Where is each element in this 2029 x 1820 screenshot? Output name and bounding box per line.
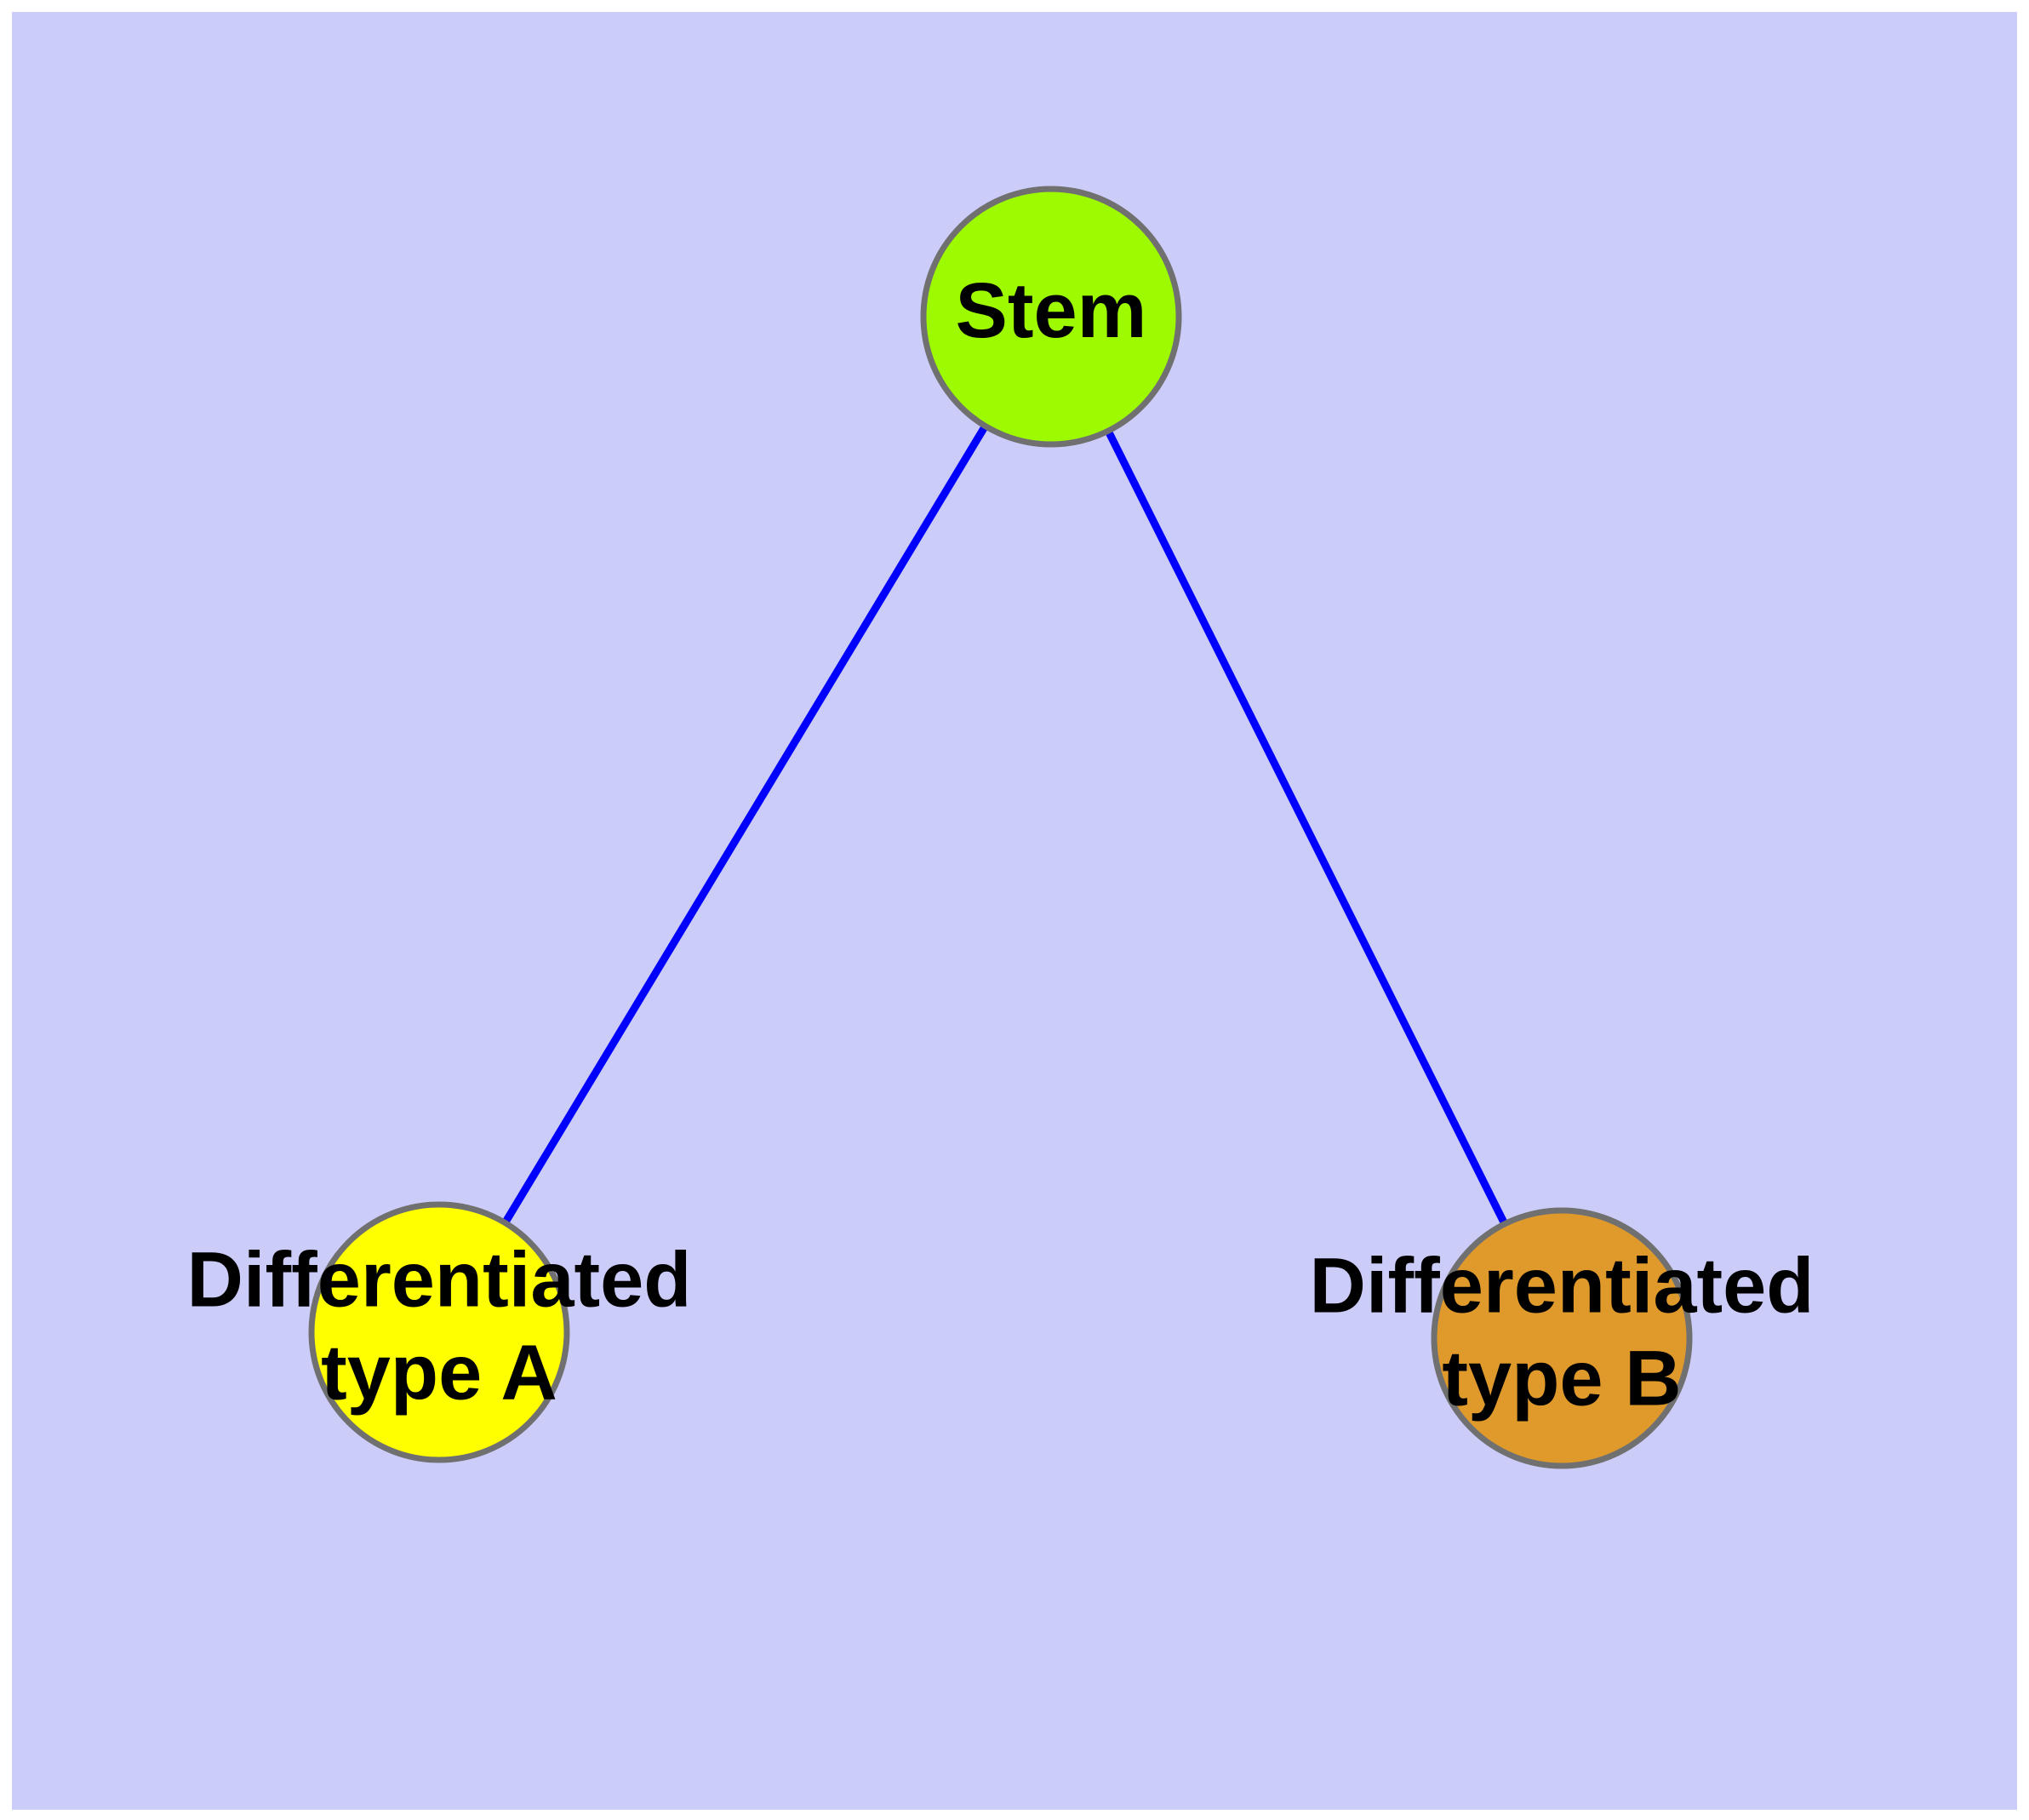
edges-layer: [500, 421, 1510, 1229]
node-stem-circle[interactable]: [920, 186, 1182, 448]
edge-stem-to-differentiated-b[interactable]: [1103, 426, 1510, 1229]
node-stem-label: Stem: [956, 267, 1147, 354]
node-differentiated-type-a-circle[interactable]: [308, 1201, 570, 1463]
edge-stem-to-differentiated-a[interactable]: [500, 421, 991, 1228]
node-stem[interactable]: Stem: [920, 186, 1182, 448]
node-differentiated-type-b-circle[interactable]: [1431, 1207, 1693, 1469]
